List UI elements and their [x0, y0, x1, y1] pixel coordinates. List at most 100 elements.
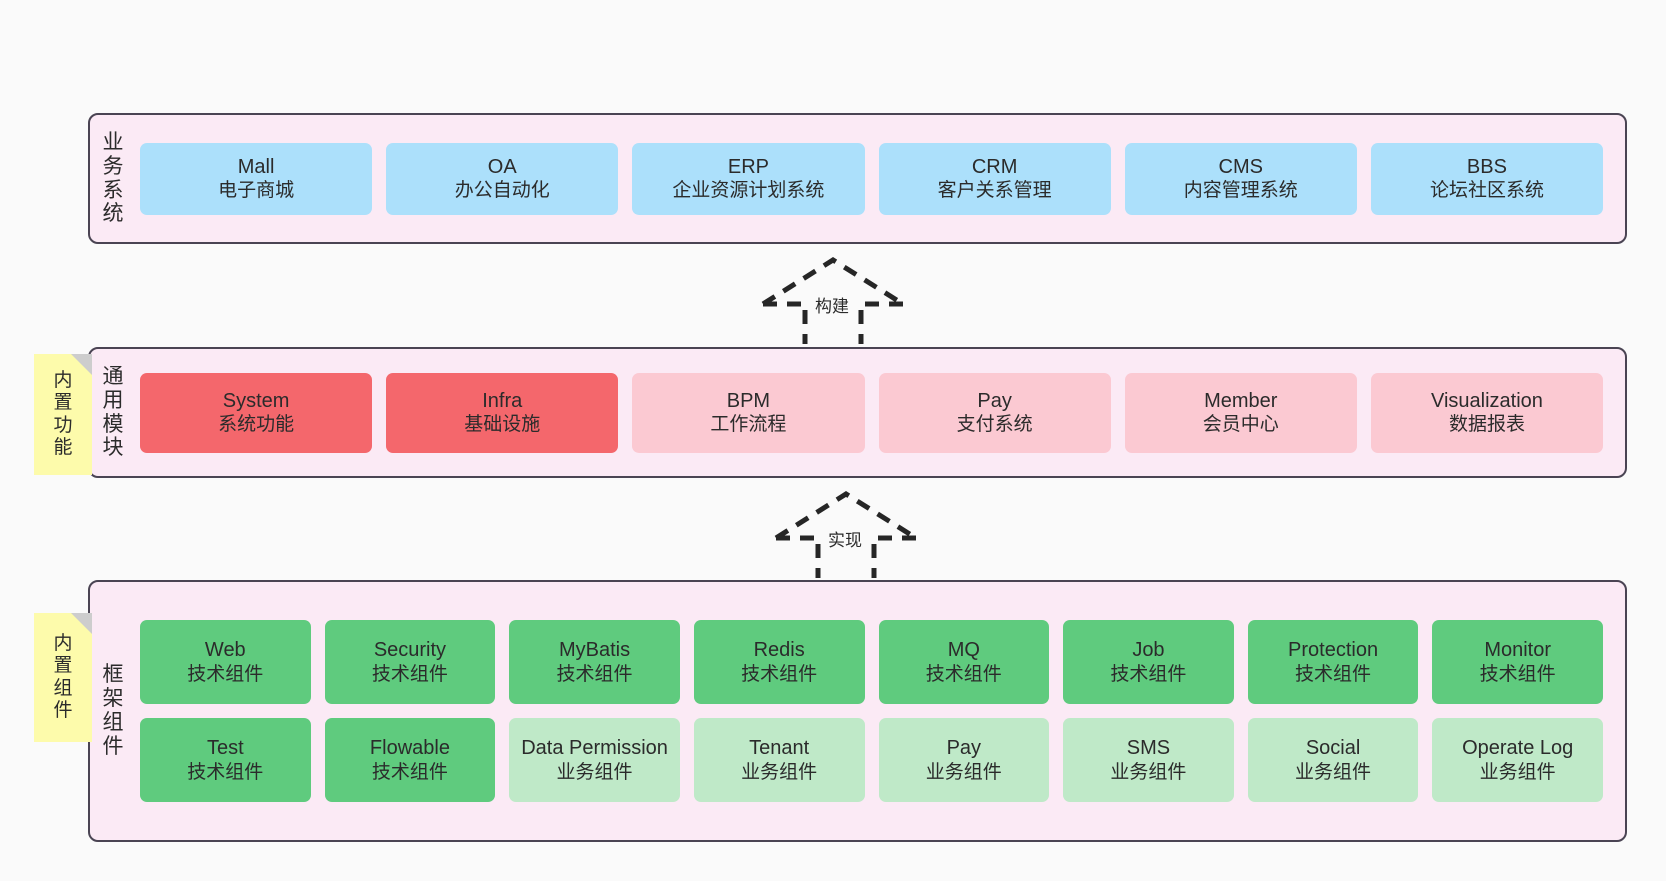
sticky-fold-corner-icon [71, 613, 92, 634]
node-subtitle: 技术组件 [187, 761, 264, 783]
sticky-note-builtin-features: 内 置 功 能 [34, 354, 92, 475]
node-infra[interactable]: Infra 基础设施 [386, 372, 619, 453]
business-node-list: Mall 电子商城 OA 办公自动化 ERP 企业资源计划系统 CRM 客户关系… [134, 115, 1613, 242]
node-title: CMS [1218, 155, 1263, 178]
node-title: CRM [971, 155, 1018, 178]
implement-arrow-icon [774, 491, 918, 580]
node-title: System [222, 389, 290, 412]
sticky-note-builtin-components: 内 置 组 件 [34, 613, 92, 742]
node-mq[interactable]: MQ 技术组件 [878, 620, 1050, 704]
node-flowable[interactable]: Flowable 技术组件 [324, 718, 496, 802]
node-bpm[interactable]: BPM 工作流程 [632, 372, 865, 453]
node-subtitle: 系统功能 [218, 414, 295, 436]
title-char: 块 [102, 436, 124, 460]
layer-framework-title: 框 架 组 件 [90, 663, 134, 759]
node-bbs[interactable]: BBS 论坛社区系统 [1370, 142, 1604, 215]
node-mybatis[interactable]: MyBatis 技术组件 [509, 620, 680, 704]
node-visualization[interactable]: Visualization 数据报表 [1370, 372, 1604, 453]
node-title: Pay [977, 389, 1012, 412]
layer-common-title: 通 用 模 块 [90, 365, 134, 461]
node-data-permission[interactable]: Data Permission 业务组件 [509, 718, 680, 802]
node-title: Operate Log [1462, 737, 1574, 760]
node-cms[interactable]: CMS 内容管理系统 [1124, 142, 1357, 215]
title-char: 通 [102, 364, 124, 388]
node-web[interactable]: Web 技术组件 [140, 620, 311, 704]
node-title: BPM [726, 389, 771, 412]
node-title: ERP [727, 155, 769, 178]
sticky-char: 组 [53, 677, 73, 699]
node-monitor[interactable]: Monitor 技术组件 [1432, 620, 1603, 704]
node-erp[interactable]: ERP 企业资源计划系统 [632, 142, 865, 215]
title-char: 用 [102, 388, 124, 412]
framework-node-grid: Web 技术组件 Security 技术组件 MyBatis 技术组件 Redi… [134, 582, 1613, 840]
node-system[interactable]: System 系统功能 [140, 372, 373, 453]
node-sms[interactable]: SMS 业务组件 [1063, 718, 1234, 802]
title-char: 框 [102, 663, 124, 687]
sticky-char: 置 [53, 655, 73, 677]
sticky-fold-corner-icon [71, 354, 92, 375]
node-subtitle: 电子商城 [218, 180, 295, 202]
node-subtitle: 企业资源计划系统 [672, 180, 825, 202]
node-subtitle: 数据报表 [1448, 414, 1525, 436]
node-subtitle: 技术组件 [1110, 663, 1187, 685]
node-title: Security [373, 639, 447, 662]
sticky-char: 置 [53, 392, 73, 414]
node-redis[interactable]: Redis 技术组件 [693, 620, 865, 704]
node-title: Social [1305, 737, 1361, 760]
connector-build-label: 构建 [815, 297, 849, 316]
sticky-char: 内 [53, 633, 73, 655]
node-title: SMS [1126, 737, 1171, 760]
connector-implement: 实现 [766, 488, 926, 580]
node-title: BBS [1466, 155, 1507, 178]
node-title: Protection [1288, 639, 1379, 662]
framework-row-tech: Web 技术组件 Security 技术组件 MyBatis 技术组件 Redi… [140, 620, 1603, 704]
node-title: Mall [237, 155, 275, 178]
sticky-char: 功 [53, 414, 73, 436]
node-operate-log[interactable]: Operate Log 业务组件 [1432, 718, 1603, 802]
node-member[interactable]: Member 会员中心 [1124, 372, 1357, 453]
node-subtitle: 技术组件 [556, 663, 633, 685]
title-char: 组 [102, 711, 124, 734]
node-job[interactable]: Job 技术组件 [1063, 620, 1234, 704]
node-protection[interactable]: Protection 技术组件 [1247, 620, 1419, 704]
node-subtitle: 论坛社区系统 [1429, 180, 1544, 202]
node-subtitle: 基础设施 [464, 414, 541, 436]
sticky-char: 能 [53, 436, 73, 458]
title-char: 系 [102, 178, 124, 202]
node-title: Infra [482, 389, 523, 412]
node-subtitle: 业务组件 [1295, 761, 1372, 783]
node-subtitle: 技术组件 [741, 663, 818, 685]
node-test[interactable]: Test 技术组件 [140, 718, 311, 802]
connector-build: 构建 [753, 254, 913, 346]
node-title: Pay [946, 737, 982, 760]
node-subtitle: 业务组件 [1110, 761, 1187, 783]
node-subtitle: 业务组件 [556, 761, 633, 783]
node-title: Redis [753, 639, 805, 662]
node-pay-business[interactable]: Pay 业务组件 [878, 718, 1050, 802]
title-char: 模 [102, 412, 124, 436]
node-security[interactable]: Security 技术组件 [324, 620, 496, 704]
node-pay[interactable]: Pay 支付系统 [878, 372, 1111, 453]
node-subtitle: 工作流程 [710, 414, 787, 436]
node-subtitle: 技术组件 [371, 761, 448, 783]
node-subtitle: 业务组件 [925, 761, 1002, 783]
title-char: 架 [102, 687, 124, 711]
node-title: Monitor [1484, 639, 1552, 662]
build-arrow-icon [761, 257, 905, 346]
title-char: 务 [102, 154, 124, 178]
layer-common-modules: 通 用 模 块 System 系统功能 Infra 基础设施 BPM 工作流程 … [88, 347, 1627, 478]
layer-business-systems: 业 务 系 统 Mall 电子商城 OA 办公自动化 ERP 企业资源计划系统 … [88, 113, 1627, 244]
node-crm[interactable]: CRM 客户关系管理 [878, 142, 1111, 215]
connector-implement-label: 实现 [828, 531, 862, 550]
node-social[interactable]: Social 业务组件 [1247, 718, 1419, 802]
node-subtitle: 业务组件 [1479, 761, 1556, 783]
node-mall[interactable]: Mall 电子商城 [140, 142, 373, 215]
node-title: Web [204, 639, 246, 662]
node-title: OA [487, 155, 517, 178]
node-oa[interactable]: OA 办公自动化 [386, 142, 619, 215]
node-tenant[interactable]: Tenant 业务组件 [693, 718, 865, 802]
node-title: Tenant [749, 737, 810, 760]
sticky-char: 件 [53, 699, 73, 721]
node-subtitle: 技术组件 [1295, 663, 1372, 685]
